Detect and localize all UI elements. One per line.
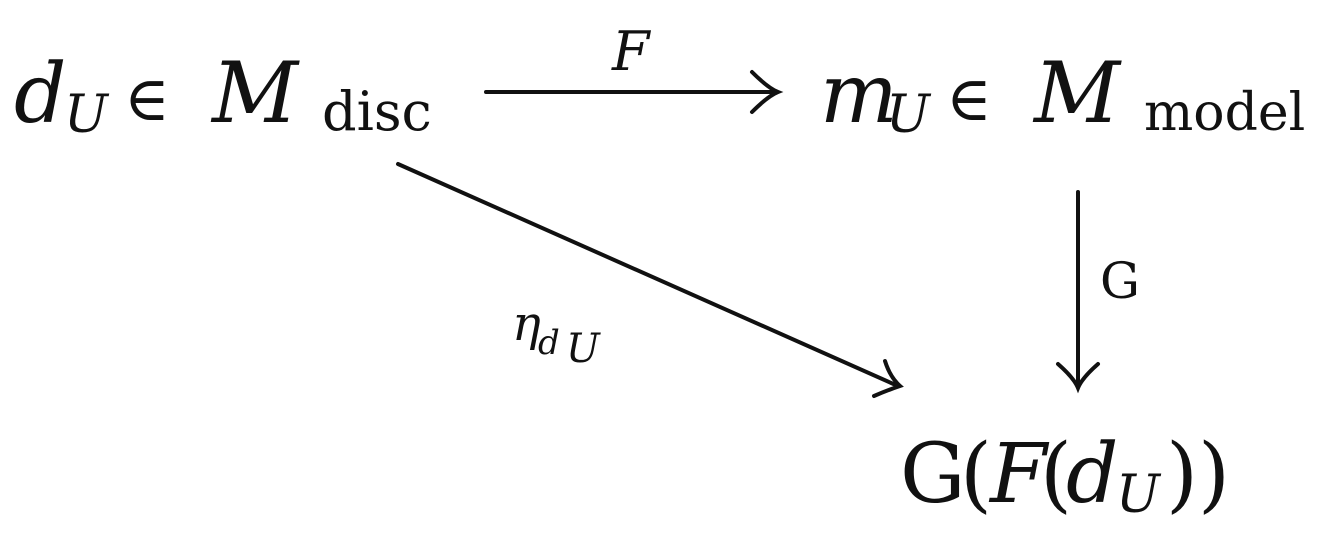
composite-open-2: ( bbox=[1040, 427, 1072, 522]
source-relation: ∈ bbox=[124, 62, 170, 135]
arrow-eta-shaft bbox=[396, 162, 900, 388]
source-space-sub: disc bbox=[322, 80, 432, 143]
target-base: m bbox=[820, 47, 898, 142]
composite-arg: d bbox=[1066, 427, 1119, 522]
source-base-sub: U bbox=[64, 85, 110, 145]
target-base-sub: U bbox=[886, 85, 932, 145]
source-base: d bbox=[14, 47, 67, 142]
target-space-sub: model bbox=[1144, 83, 1305, 143]
node-composite: G ( F ( d U )) bbox=[900, 427, 1230, 525]
arrow-eta-sub: d bbox=[538, 323, 560, 363]
arrow-f-label: F bbox=[611, 20, 652, 83]
composite-outer: G bbox=[900, 427, 966, 522]
arrow-g bbox=[1056, 190, 1100, 394]
arrow-f-head bbox=[750, 70, 784, 114]
node-target: m U ∈ M model bbox=[820, 44, 1305, 145]
arrow-g-label: G bbox=[1100, 252, 1140, 310]
arrow-eta bbox=[396, 162, 904, 398]
node-source: d U ∈ M disc bbox=[14, 44, 432, 145]
source-space: M bbox=[210, 44, 300, 142]
composite-open-1: ( bbox=[960, 427, 992, 522]
target-space: M bbox=[1032, 44, 1122, 142]
composite-close: )) bbox=[1166, 427, 1230, 522]
composite-inner: F bbox=[988, 427, 1050, 522]
composite-arg-sub: U bbox=[1116, 465, 1162, 525]
arrow-f bbox=[484, 70, 784, 114]
arrow-eta-subsub: U bbox=[566, 326, 601, 372]
arrow-g-head bbox=[1056, 362, 1100, 394]
arrow-eta-symbol: η bbox=[512, 296, 541, 352]
target-relation: ∈ bbox=[946, 62, 992, 135]
arrow-eta-head bbox=[872, 359, 904, 398]
arrow-eta-label: η d U bbox=[512, 296, 601, 372]
